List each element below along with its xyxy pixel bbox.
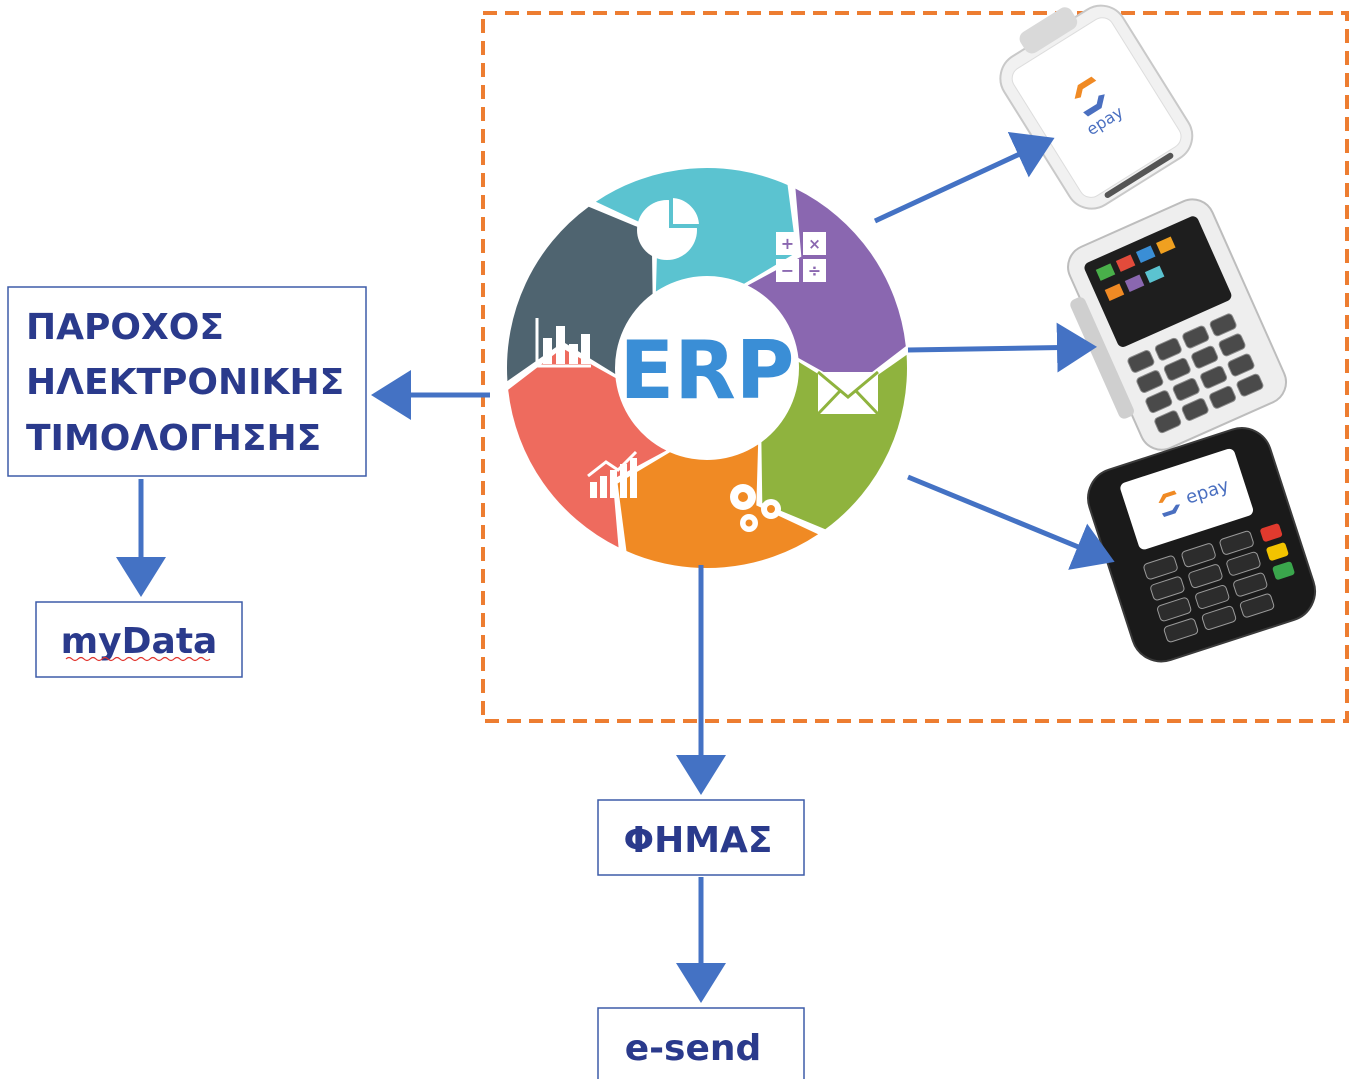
keypad-key bbox=[1181, 398, 1209, 421]
keypad-key bbox=[1233, 572, 1268, 597]
keypad-key bbox=[1163, 357, 1191, 381]
arrow-erp-to-terminal-2 bbox=[907, 322, 1097, 373]
wheel-segment-settings bbox=[617, 444, 819, 568]
erp-scope-dashed-border bbox=[481, 11, 1349, 723]
bar-chart-icon bbox=[535, 318, 591, 368]
keypad-key bbox=[1127, 350, 1155, 373]
svg-text:−: − bbox=[781, 261, 794, 280]
keypad-key bbox=[1172, 378, 1200, 401]
mydata-label: myData bbox=[61, 621, 218, 662]
esend-box: e-send bbox=[597, 1007, 805, 1079]
keypad-key bbox=[1201, 605, 1237, 630]
keypad-key bbox=[1191, 345, 1219, 369]
wheel-segment-reports bbox=[507, 206, 653, 382]
keypad-key bbox=[1136, 370, 1164, 393]
arrow-erp-to-terminal-3 bbox=[907, 474, 1115, 570]
keypad-key bbox=[1219, 530, 1254, 555]
keypad-key bbox=[1150, 576, 1185, 601]
erp-wheel-center bbox=[619, 280, 795, 456]
gears-icon bbox=[730, 484, 781, 532]
fiscal-label: ΦΗΜΑΣ bbox=[623, 820, 772, 861]
keypad-key bbox=[1209, 313, 1237, 337]
keypad-key bbox=[1182, 325, 1210, 349]
wheel-segment-accounting bbox=[747, 188, 906, 388]
mydata-box: myData bbox=[35, 601, 243, 678]
keypad-key bbox=[1143, 555, 1178, 580]
svg-text:+: + bbox=[781, 234, 794, 253]
keypad-key bbox=[1209, 385, 1237, 409]
keypad-key bbox=[1157, 597, 1192, 622]
erp-label: ERP bbox=[620, 324, 795, 417]
epay-logo-countertop bbox=[1158, 490, 1181, 517]
calculator-icon: + × − ÷ bbox=[776, 232, 826, 282]
keypad-key bbox=[1181, 543, 1216, 568]
keypad-key bbox=[1154, 337, 1182, 361]
wheel-segment-growth bbox=[508, 348, 667, 548]
keypad-key bbox=[1188, 564, 1223, 589]
keypad-key bbox=[1227, 353, 1255, 377]
keypad-key bbox=[1145, 390, 1173, 414]
e-invoicing-provider-box: ΠΑΡΟΧΟΣ ΗΛΕΚΤΡΟΝΙΚΗΣ ΤΙΜΟΛΟΓΗΣΗΣ bbox=[7, 286, 367, 477]
keypad-key bbox=[1218, 333, 1246, 357]
spellcheck-underline bbox=[65, 656, 211, 662]
envelope-icon bbox=[816, 370, 880, 416]
countertop-pos-terminal: epay bbox=[1087, 427, 1316, 663]
keypad-key bbox=[1200, 365, 1228, 389]
fiscal-device-box: ΦΗΜΑΣ bbox=[597, 799, 805, 876]
keypad-android-pos-terminal bbox=[1067, 198, 1287, 451]
svg-text:÷: ÷ bbox=[808, 261, 821, 280]
keypad-key bbox=[1226, 551, 1261, 576]
arrow-erp-to-terminal-1 bbox=[873, 132, 1055, 224]
pie-chart-icon bbox=[637, 193, 704, 260]
esend-label: e-send bbox=[625, 1028, 762, 1069]
keypad-key bbox=[1154, 410, 1182, 434]
growth-chart-icon bbox=[587, 450, 638, 498]
keypad-key bbox=[1236, 373, 1264, 397]
provider-line-3: ΤΙΜΟΛΟΓΗΣΗΣ bbox=[26, 418, 321, 459]
erp-wheel: ERP + × − ÷ bbox=[507, 168, 907, 568]
keypad-key bbox=[1163, 618, 1199, 643]
provider-line-2: ΗΛΕΚΤΡΟΝΙΚΗΣ bbox=[26, 362, 344, 403]
keypad-key bbox=[1195, 585, 1230, 610]
android-pos-terminal: epay bbox=[999, 4, 1194, 210]
svg-text:×: × bbox=[808, 235, 821, 253]
keypad-key bbox=[1239, 593, 1275, 618]
provider-line-1: ΠΑΡΟΧΟΣ bbox=[26, 307, 224, 348]
